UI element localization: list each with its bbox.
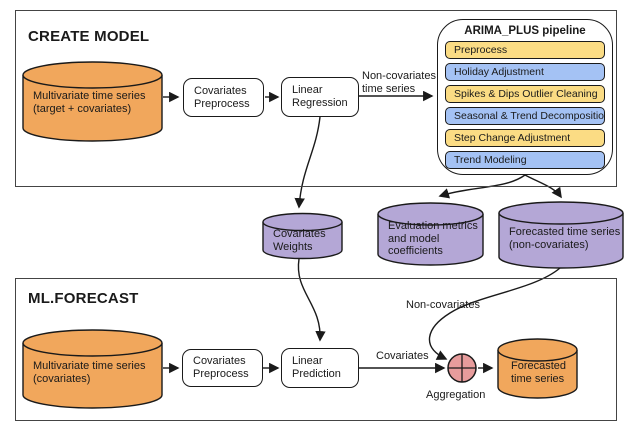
aggregation-node (447, 353, 477, 383)
pipeline-step-step-change: Step Change Adjustment (445, 129, 605, 147)
linear-prediction-box: Linear Prediction (281, 348, 359, 388)
source-cylinder-top-label: Multivariate time series (target + covar… (33, 90, 146, 115)
forecasted-non-covariates-cylinder (498, 201, 624, 269)
covariates-preprocess-box-top: Covariates Preprocess (183, 78, 264, 117)
pipeline-step-seasonal-trend: Seasonal & Trend Decomposition (445, 107, 605, 125)
linear-regression-box: Linear Regression (281, 77, 359, 117)
curve-weights-to-prediction (297, 258, 326, 342)
curve-pipeline-to-evaluation (438, 174, 526, 199)
covariates-preprocess-box-bottom: Covariates Preprocess (182, 349, 263, 387)
curve-pipeline-to-forecast (524, 174, 562, 199)
non-covariates-label: Non-covariates (406, 299, 480, 311)
aggregation-label: Aggregation (426, 389, 486, 401)
covariates-label: Covariates (376, 350, 429, 362)
arima-plus-pipeline: ARIMA_PLUS pipeline Preprocess Holiday A… (437, 19, 613, 175)
curve-regression-to-weights (294, 116, 321, 209)
covariates-weights-label: Covariates Weights (273, 228, 326, 253)
ml-forecast-section (15, 278, 617, 421)
source-cylinder-bottom-label: Multivariate time series (covariates) (33, 360, 146, 385)
pipeline-step-spikes-dips: Spikes & Dips Outlier Cleaning (445, 85, 605, 103)
pipeline-steps: Preprocess Holiday Adjustment Spikes & D… (445, 41, 605, 169)
evaluation-metrics-label: Evaluation metrics and model coefficient… (388, 220, 478, 257)
ml-forecast-title: ML.FORECAST (28, 290, 139, 307)
forecasted-time-series-label: Forecasted time series (511, 360, 567, 385)
curve-noncovariates-to-aggregation (428, 267, 561, 360)
pipeline-title: ARIMA_PLUS pipeline (464, 25, 586, 37)
non-covariates-time-series-label: Non-covariates time series (362, 70, 436, 95)
plus-icon (448, 354, 476, 382)
create-model-title: CREATE MODEL (28, 28, 150, 45)
pipeline-step-holiday-adjustment: Holiday Adjustment (445, 63, 605, 81)
forecasted-time-series-cylinder (497, 338, 578, 399)
source-cylinder-bottom (22, 329, 163, 409)
pipeline-step-preprocess: Preprocess (445, 41, 605, 59)
covariates-weights-cylinder (262, 212, 343, 260)
forecasted-non-covariates-label: Forecasted time series (non-covariates) (509, 226, 621, 251)
source-cylinder-top (22, 61, 163, 142)
evaluation-metrics-cylinder (377, 202, 484, 266)
create-model-section (15, 10, 617, 187)
pipeline-step-trend-modeling: Trend Modeling (445, 151, 605, 169)
